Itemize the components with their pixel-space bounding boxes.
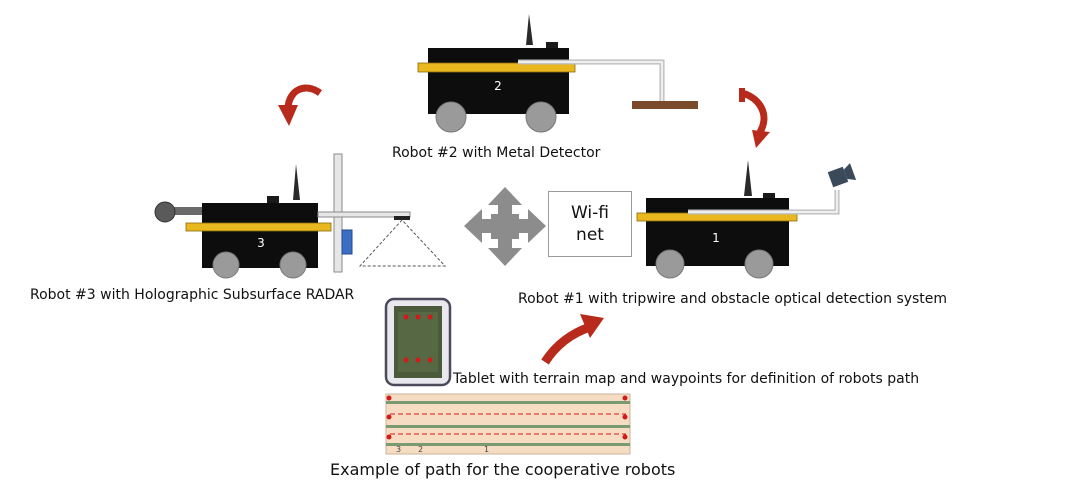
waypoint-markers: [403, 314, 433, 363]
robot-2-number: 2: [494, 79, 502, 93]
robot-1-sensor: [763, 193, 775, 201]
wifi-net-box: Wi-fi net: [548, 191, 632, 257]
wifi-label-line1: Wi-fi: [570, 203, 609, 223]
robot-1-number: 1: [712, 231, 720, 245]
robot-2-plate: [417, 62, 576, 73]
robot-2-wheel-right: [525, 101, 557, 133]
radar-arm: [317, 211, 411, 218]
path-marker-3: 3: [396, 445, 401, 454]
robot-1-label: Robot #1 with tripwire and obstacle opti…: [518, 291, 948, 307]
path-marker-1: 1: [484, 445, 489, 454]
robot-3-plate: [185, 222, 332, 232]
robot-2-label: Robot #2 with Metal Detector: [392, 145, 601, 161]
robot-1: 1: [636, 160, 857, 279]
tablet-label: Tablet with terrain map and waypoints fo…: [453, 371, 920, 387]
metal-detector: [632, 101, 698, 109]
move-arrows-icon: [464, 187, 546, 266]
robot-2-wheel-left: [435, 101, 467, 133]
robot-1-wheel-right: [744, 249, 774, 279]
path-marker-2: 2: [418, 445, 423, 454]
robot-2: 2: [417, 14, 698, 133]
tablet: [384, 297, 452, 387]
path-example: 3 2 1: [385, 393, 631, 455]
robot-1-antenna: [744, 160, 752, 196]
path-waypoints: [386, 395, 628, 440]
optical-camera: [827, 163, 857, 188]
robot-3-wheel-right: [279, 251, 307, 279]
robot-3-wheel-left: [212, 251, 240, 279]
robot-3: 3: [154, 153, 447, 279]
tablet-to-robot-arrow: [541, 314, 604, 365]
robot-2-antenna: [526, 14, 533, 45]
wifi-label-line2: net: [576, 225, 604, 245]
radar-beam: [358, 219, 447, 267]
robot-3-label: Robot #3 with Holographic Subsurface RAD…: [30, 287, 355, 303]
robot-3-rear-ball: [154, 201, 176, 223]
robot-3-number: 3: [257, 236, 265, 250]
robot-3-antenna: [293, 164, 300, 200]
robot-3-sensor: [267, 196, 279, 204]
robot-1-wheel-left: [655, 249, 685, 279]
path-label: Example of path for the cooperative robo…: [330, 460, 676, 479]
radar-box: [341, 229, 353, 255]
cycle-arrow-left: [278, 84, 323, 126]
robot-2-sensor: [546, 42, 558, 50]
cycle-arrow-right: [739, 88, 770, 148]
